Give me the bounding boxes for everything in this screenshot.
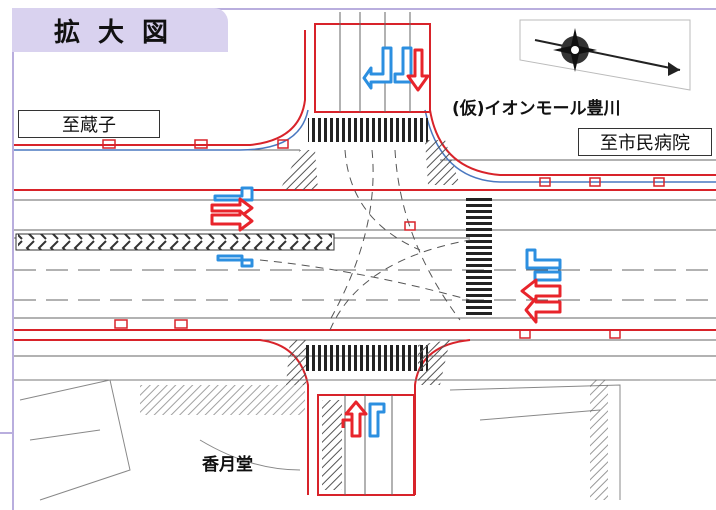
ne-hatch — [425, 140, 460, 185]
nw-hatch — [280, 150, 318, 190]
figure-title: 拡大図 — [12, 8, 228, 52]
frame-top-border — [200, 8, 716, 10]
roadside-markers — [102, 139, 665, 339]
frame-bottom-left-tick — [0, 432, 14, 434]
south-road — [306, 345, 428, 496]
north-road — [308, 12, 431, 142]
compass-rose-icon — [519, 19, 691, 91]
turn-guides — [259, 149, 471, 331]
facility-north-label: (仮)イオンモール豊川 — [452, 99, 621, 119]
east-crosswalk — [466, 196, 492, 316]
south-approach-arrows — [341, 400, 386, 438]
south-east-lots — [449, 379, 710, 500]
se-hatch — [418, 340, 450, 385]
west-direction-label: 至蔵子 — [18, 110, 160, 138]
east-direction-label: 至市民病院 — [578, 128, 712, 156]
north-approach-arrows — [362, 46, 430, 92]
west-approach-arrows — [210, 186, 254, 268]
frame-left-border — [12, 30, 14, 510]
median-chevrons — [18, 234, 332, 250]
south-west-lots — [19, 379, 305, 501]
facility-south-label: 香月堂 — [202, 455, 253, 475]
main-road — [14, 30, 716, 495]
east-approach-arrows — [520, 248, 562, 324]
sw-hatch — [286, 340, 306, 385]
